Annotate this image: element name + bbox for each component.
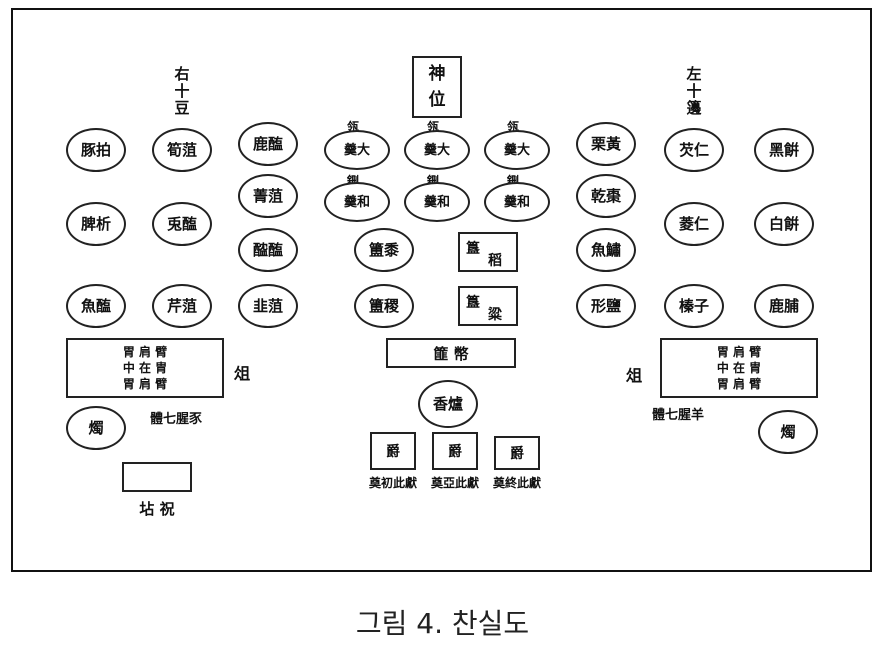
right-inner-dish-2: 乾棗 xyxy=(576,174,636,218)
center-row2-dish-3: 羹和 xyxy=(484,182,550,222)
right-outer-dish-2: 白餠 xyxy=(754,202,814,246)
left-inner-dish-1: 鹿醢 xyxy=(238,122,298,166)
left-inner-dish-3: 醓醢 xyxy=(238,228,298,272)
right-mid-dish-2: 菱仁 xyxy=(664,202,724,246)
center-row2-dish-2: 羹和 xyxy=(404,182,470,222)
gui-vessel-1: 簋 稻 xyxy=(458,232,518,272)
candle-right: 燭 xyxy=(758,410,818,454)
right-mid-dish-3: 榛子 xyxy=(664,284,724,328)
left-mid-dish-3: 芹菹 xyxy=(152,284,212,328)
left-inner-dish-4: 韭菹 xyxy=(238,284,298,328)
spirit-tablet-line2: 位 xyxy=(428,90,446,110)
left-inner-dish-2: 菁菹 xyxy=(238,174,298,218)
right-zu-box: 胃 肩 臂 中 在 胄 胃 肩 臂 xyxy=(660,338,818,398)
candle-left: 燭 xyxy=(66,406,126,450)
left-outer-dish-2: 脾析 xyxy=(66,202,126,246)
left-outer-dish-3: 魚醢 xyxy=(66,284,126,328)
center-row2-dish-1: 羹和 xyxy=(324,182,390,222)
altar-box xyxy=(122,462,192,492)
left-mid-dish-1: 筍菹 xyxy=(152,128,212,172)
right-zu-caption: 體七腥羊 xyxy=(652,408,705,423)
cup-note-1: 奠初此獻 xyxy=(368,476,417,490)
cup-3: 爵 xyxy=(494,436,540,470)
center-row1-dish-3: 羹大 xyxy=(484,130,550,170)
left-zu-label: 俎 xyxy=(234,364,251,383)
left-header: 右十豆 xyxy=(174,65,190,117)
right-inner-dish-4: 形鹽 xyxy=(576,284,636,328)
left-mid-dish-2: 兎醢 xyxy=(152,202,212,246)
center-row1-dish-2: 羹大 xyxy=(404,130,470,170)
censer: 香爐 xyxy=(418,380,478,428)
fu-dish-2: 簠稷 xyxy=(354,284,414,328)
cup-1: 爵 xyxy=(370,432,416,470)
right-inner-dish-1: 栗黃 xyxy=(576,122,636,166)
right-header: 左十籩 xyxy=(686,65,702,117)
spirit-tablet-box: 神 位 xyxy=(412,56,462,118)
center-row1-dish-1: 羹大 xyxy=(324,130,390,170)
altar-label: 坫 祝 xyxy=(139,500,175,518)
fu-dish-1: 簠黍 xyxy=(354,228,414,272)
right-outer-dish-3: 鹿脯 xyxy=(754,284,814,328)
silk-basket-box: 篚 幣 xyxy=(386,338,516,368)
right-inner-dish-3: 魚鱐 xyxy=(576,228,636,272)
right-mid-dish-1: 芡仁 xyxy=(664,128,724,172)
left-outer-dish-1: 豚拍 xyxy=(66,128,126,172)
left-zu-caption: 體七腥豕 xyxy=(150,412,203,427)
spirit-tablet-line1: 神 xyxy=(428,64,446,84)
right-outer-dish-1: 黑餠 xyxy=(754,128,814,172)
cup-note-2: 奠亞此獻 xyxy=(430,476,479,490)
cup-2: 爵 xyxy=(432,432,478,470)
gui-vessel-2: 簋 粱 xyxy=(458,286,518,326)
figure-caption: 그림 4. 찬실도 xyxy=(355,607,530,640)
left-zu-box: 胃 肩 臂 中 在 胄 胃 肩 臂 xyxy=(66,338,224,398)
right-zu-label: 俎 xyxy=(626,366,643,385)
cup-note-3: 奠終此獻 xyxy=(492,476,541,490)
